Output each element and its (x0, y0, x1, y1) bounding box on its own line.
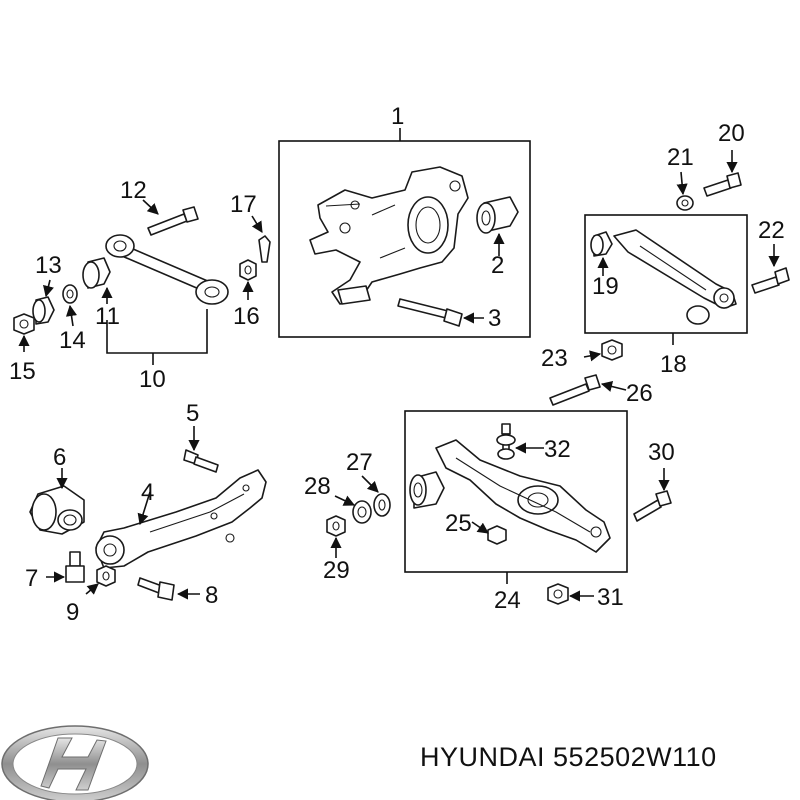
washer-part-14 (62, 284, 78, 304)
callout-25: 25 (445, 510, 472, 537)
bolt-part-22 (751, 267, 790, 294)
bolt-part-5 (183, 449, 219, 473)
callout-18: 18 (660, 351, 687, 378)
nut-part-29 (326, 515, 346, 537)
callout-6: 6 (53, 444, 66, 471)
nut-part-16 (239, 259, 257, 281)
callout-11: 11 (95, 303, 120, 330)
callout-32: 32 (544, 436, 571, 463)
bolt-part-20 (703, 172, 742, 197)
brand-name: HYUNDAI (420, 742, 546, 772)
nut-part-25-small (487, 525, 507, 545)
washer-part-28 (352, 500, 372, 524)
callout-9: 9 (66, 599, 79, 626)
callout-2: 2 (491, 252, 504, 279)
nut-part-31 (547, 583, 569, 605)
callout-19: 19 (592, 273, 619, 300)
callout-24: 24 (494, 587, 521, 614)
trailing-arm-part-4 (95, 469, 267, 569)
callout-17: 17 (230, 191, 257, 218)
lower-arm-part-24 (435, 439, 611, 553)
callout-1: 1 (391, 103, 404, 130)
callout-14: 14 (59, 327, 86, 354)
callout-8: 8 (205, 582, 218, 609)
callout-16: 16 (233, 303, 260, 330)
upper-arm-part-18 (613, 229, 737, 325)
callout-29: 29 (323, 557, 350, 584)
bolt-part-3 (397, 298, 463, 327)
bushing-part-25 (409, 471, 445, 509)
frame-lower-arm-group (404, 410, 628, 573)
washer-part-13 (32, 296, 55, 325)
callout-numbers: 1 2 3 4 5 6 7 8 9 10 11 12 13 14 15 16 1… (9, 103, 785, 626)
callout-22: 22 (758, 217, 785, 244)
callout-12: 12 (120, 177, 147, 204)
bolt-part-8 (137, 577, 175, 601)
bushing-part-6 (29, 485, 85, 535)
bolt-part-12 (147, 206, 199, 236)
part-caption: HYUNDAI 552502W110 (420, 742, 717, 773)
knuckle-part (309, 166, 469, 305)
lateral-rod-part-11 (105, 234, 229, 305)
callout-27: 27 (346, 449, 373, 476)
callout-30: 30 (648, 439, 675, 466)
stabilizer-link-part-32 (496, 423, 516, 460)
callout-26: 26 (626, 380, 653, 407)
callout-4: 4 (141, 479, 154, 506)
washer-part-21 (676, 195, 694, 211)
callout-10: 10 (139, 366, 166, 393)
callout-15: 15 (9, 358, 36, 385)
callout-23: 23 (541, 345, 568, 372)
leader-lines (18, 128, 780, 602)
nut-part-15 (13, 313, 35, 335)
callout-13: 13 (35, 252, 62, 279)
nut-part-9 (96, 565, 116, 587)
callout-21: 21 (667, 144, 694, 171)
callout-5: 5 (186, 400, 199, 427)
callout-31: 31 (597, 584, 624, 611)
bushing-part-2 (476, 196, 519, 234)
cotter-pin-part-17 (258, 235, 271, 263)
bushing-part-27 (373, 493, 391, 517)
hyundai-logo-icon (1, 725, 149, 800)
frame-knuckle-group (278, 140, 531, 338)
bushing-part-11 (82, 257, 111, 289)
bracket-10 (106, 309, 208, 354)
bolt-part-7 (65, 551, 85, 583)
callout-20: 20 (718, 120, 745, 147)
frame-upper-arm-group (584, 214, 748, 334)
callout-28: 28 (304, 473, 331, 500)
callout-7: 7 (25, 565, 38, 592)
bolt-part-26 (549, 374, 601, 406)
part-number: 552502W110 (553, 742, 717, 772)
callout-3: 3 (488, 305, 501, 332)
bolt-part-30 (633, 490, 672, 522)
nut-part-23 (601, 339, 623, 361)
bushing-part-19 (590, 231, 613, 257)
